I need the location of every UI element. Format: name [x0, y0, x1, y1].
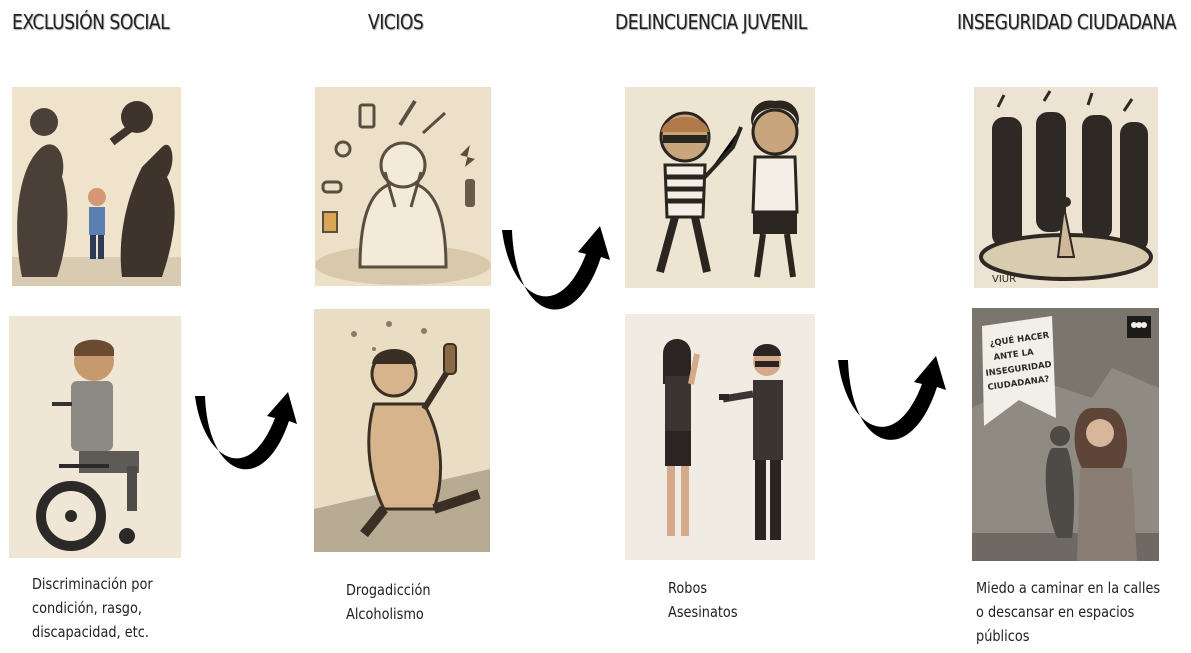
u-arrow-icon [195, 392, 297, 470]
u-arrow-icon [838, 356, 946, 440]
caption-inseguridad-ciudadana: Miedo a caminar en la calles o descansar… [976, 576, 1160, 648]
artist-signature: VIUR [992, 274, 1016, 285]
caption-line: Drogadicción [346, 581, 431, 599]
robbery-illustration [625, 314, 815, 560]
image-wheelchair [9, 316, 181, 558]
drunk-cartoon-illustration [314, 309, 490, 552]
inseguridad-poster-illustration: ¿QUÉ HACER ANTE LA INSEGURIDAD CIUDADANA… [972, 308, 1159, 561]
arrow-exclusion-to-vicios [193, 388, 305, 476]
exclusion-shadows-illustration [12, 87, 181, 286]
title-exclusion-social: EXCLUSIÓN SOCIAL [12, 10, 170, 34]
caption-line: Asesinatos [668, 603, 738, 621]
kids-fighting-illustration [625, 87, 815, 288]
caption-line: condición, rasgo, [32, 599, 142, 617]
image-vices-person [315, 87, 491, 286]
caption-exclusion-social: Discriminación por condición, rasgo, dis… [32, 572, 153, 644]
image-inseguridad-poster: ¿QUÉ HACER ANTE LA INSEGURIDAD CIUDADANA… [972, 308, 1159, 561]
title-inseguridad-ciudadana: INSEGURIDAD CIUDADANA [957, 10, 1176, 34]
caption-line: Miedo a caminar en la calles [976, 579, 1161, 597]
u-arrow-icon [502, 226, 610, 310]
caption-delincuencia-juvenil: Robos Asesinatos [668, 576, 738, 624]
image-kids-fighting [625, 87, 815, 288]
arrow-delincuencia-to-inseguridad [836, 352, 954, 448]
caption-line: Robos [668, 579, 708, 597]
caption-line: públicos [976, 627, 1030, 645]
image-robbery [625, 314, 815, 560]
title-vicios: VICIOS [368, 10, 424, 34]
caption-line: Alcoholismo [346, 605, 424, 623]
image-drunk-cartoon [314, 309, 490, 552]
vices-illustration [315, 87, 491, 286]
wheelchair-illustration [9, 316, 181, 558]
image-exclusion-shadows [12, 87, 181, 286]
woman-surrounded-illustration: VIUR [974, 87, 1158, 288]
caption-line: Discriminación por [32, 575, 153, 593]
arrow-vicios-to-delincuencia [500, 222, 618, 317]
image-woman-surrounded: VIUR [974, 87, 1158, 288]
caption-line: discapacidad, etc. [32, 623, 149, 641]
caption-line: o descansar en espacios [976, 603, 1135, 621]
caption-vicios: Drogadicción Alcoholismo [346, 578, 431, 626]
title-delincuencia-juvenil: DELINCUENCIA JUVENIL [615, 10, 807, 34]
